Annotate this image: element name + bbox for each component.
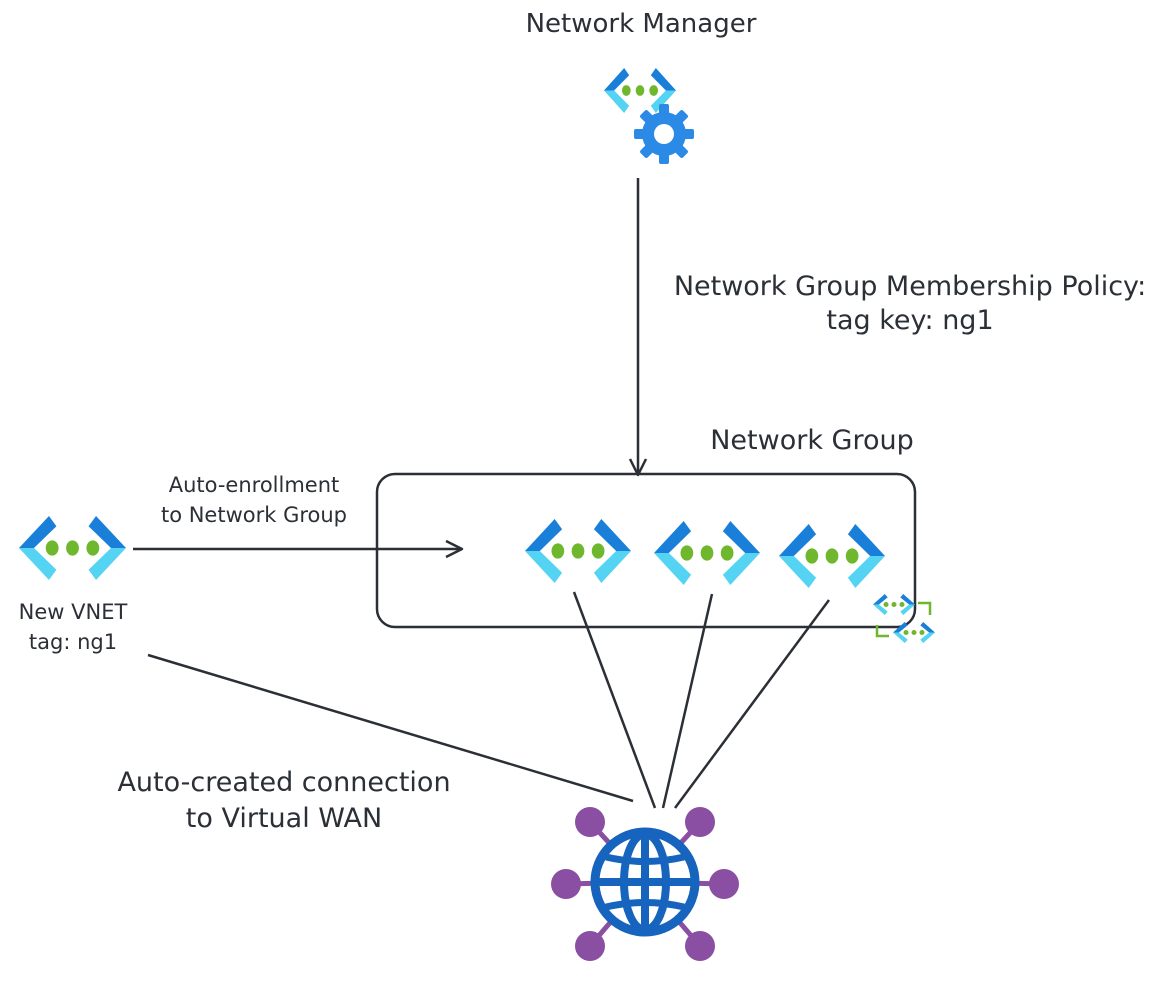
membership-policy-title: Network Group Membership Policy: [673,271,1147,302]
new-vnet-name: New VNET [18,600,128,624]
member-vnet-icon-3[interactable] [779,524,885,588]
wan-line-member-2 [661,593,714,809]
virtual-wan-icon[interactable] [551,807,739,961]
auto-connection-label: Auto-created connection to Virtual WAN [74,765,494,838]
membership-policy-label: Network Group Membership Policy: tag key… [660,270,1160,338]
auto-connection-line2: to Virtual WAN [185,803,383,835]
wan-connection-lines [147,591,831,809]
enrollment-arrow [133,539,464,559]
wan-line-member-3 [673,599,831,809]
network-manager-icon[interactable] [604,68,694,164]
network-group-icon [873,594,935,643]
member-vnet-icon-1[interactable] [525,519,631,583]
auto-enrollment-line1: Auto-enrollment [168,473,340,497]
wan-line-member-1 [572,591,657,809]
network-group-label: Network Group [710,425,914,456]
new-vnet-label: New VNET tag: ng1 [0,597,148,658]
auto-enrollment-label: Auto-enrollment to Network Group [120,470,388,531]
network-group-box[interactable] [375,472,917,629]
network-manager-label: Network Manager [525,9,757,39]
wan-line-new-vnet [147,653,634,803]
member-vnet-icon-2[interactable] [654,521,760,585]
new-vnet-icon[interactable] [19,516,127,580]
new-vnet-tag: tag: ng1 [28,630,118,655]
manager-to-group-arrow [628,178,648,477]
auto-enrollment-line2: to Network Group [160,503,348,528]
auto-connection-line1: Auto-created connection [117,767,451,798]
membership-policy-tag: tag key: ng1 [826,304,994,336]
